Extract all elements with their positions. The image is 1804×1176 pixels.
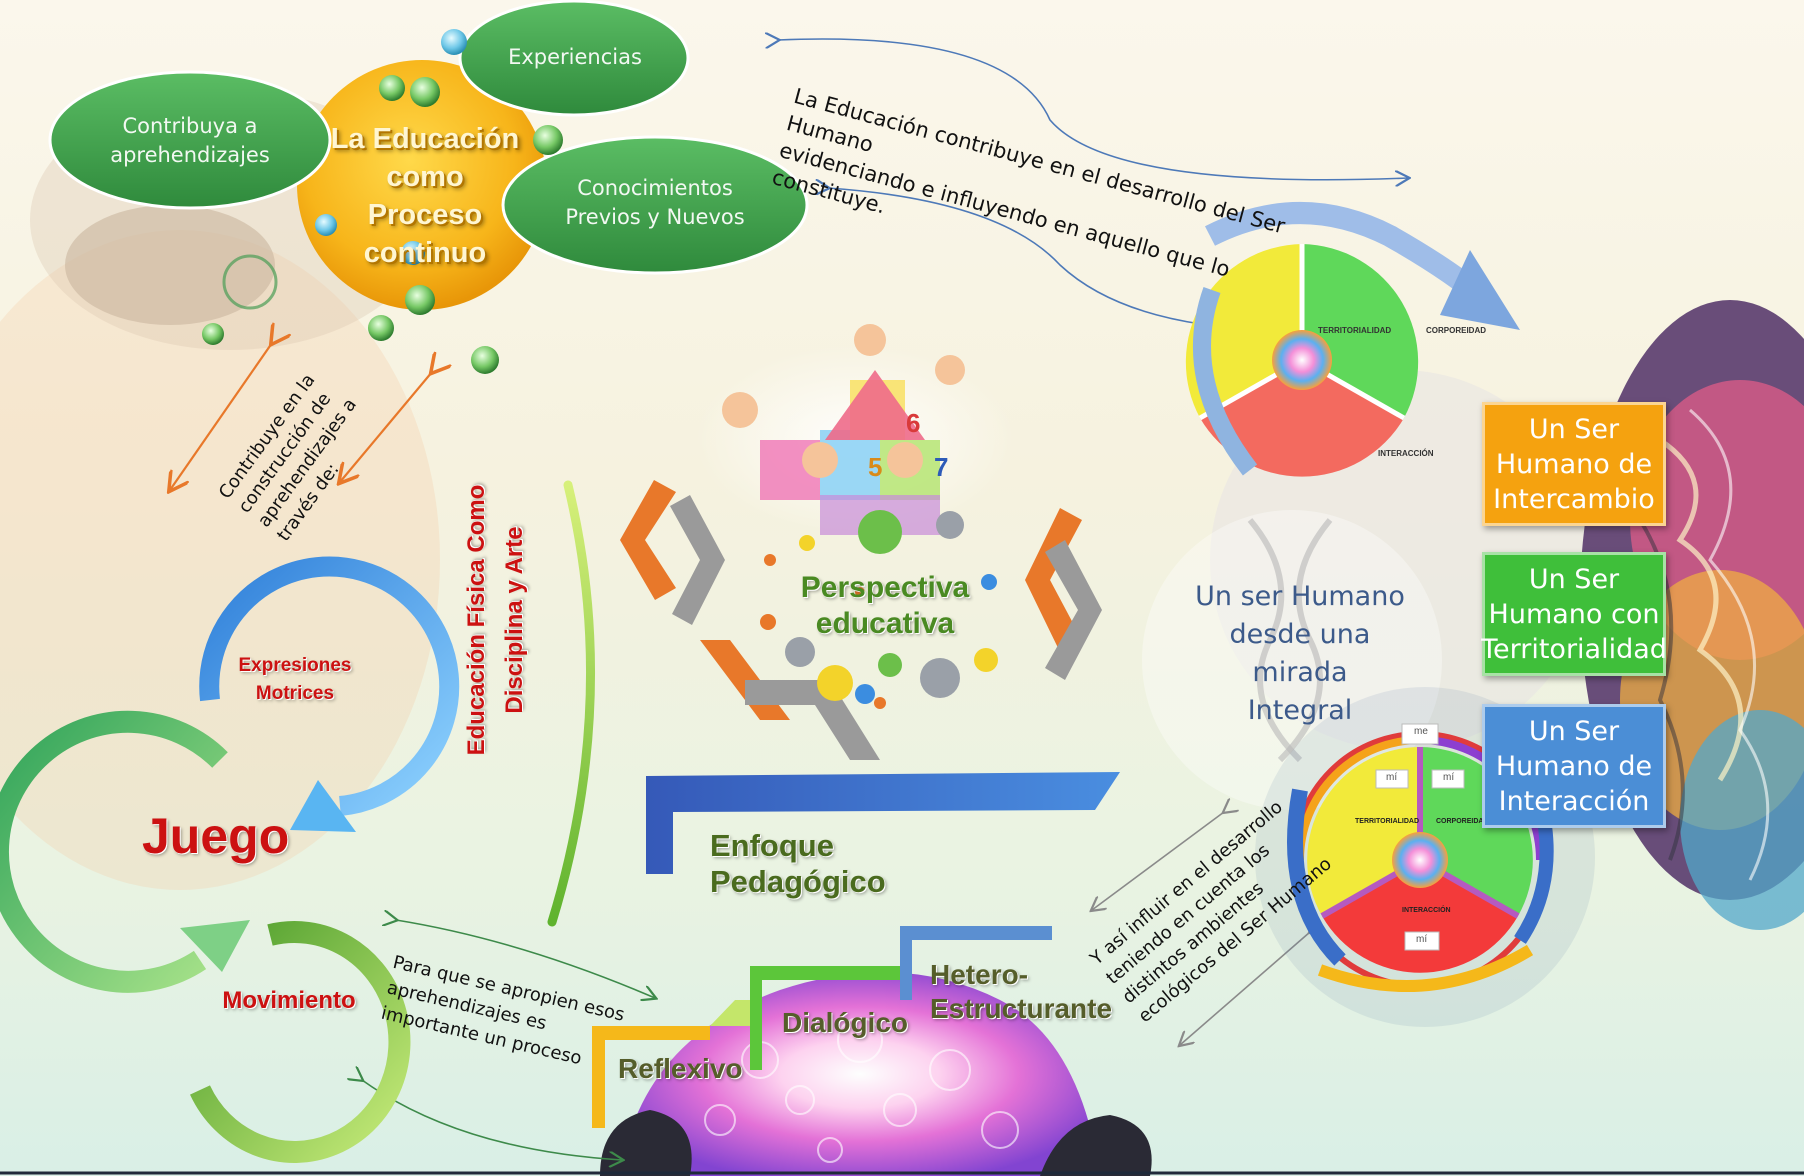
box-territorialidad: Un Ser Humano con Territorialidad bbox=[1481, 552, 1667, 676]
expresiones-motrices-label: Expresiones Motrices bbox=[238, 655, 352, 704]
wheel-bottom-territorialidad: TERRITORIALIDAD bbox=[1355, 818, 1420, 825]
wheel-tag-mi-bottom: mí bbox=[1416, 934, 1428, 945]
box-intercambio-label: Un Ser Humano de Intercambio bbox=[1493, 413, 1655, 515]
movimiento-label: Movimiento bbox=[222, 987, 356, 1014]
block-number-6: 6 bbox=[906, 408, 921, 438]
wheel-tag-me: me bbox=[1414, 726, 1428, 737]
wheel-top-territorialidad: TERRITORIALIDAD bbox=[1318, 326, 1392, 335]
step-dialogico: Dialógico bbox=[782, 1007, 909, 1038]
box-interaccion: Un Ser Humano de Interacción bbox=[1482, 704, 1666, 828]
block-number-5: 5 bbox=[868, 452, 883, 482]
confetti-dots bbox=[760, 510, 998, 709]
step-reflexivo: Reflexivo bbox=[618, 1053, 743, 1084]
vertical-title: Educación Física Como Disciplina y Arte bbox=[463, 484, 528, 756]
integral-label: Un ser Humano desde una mirada Integral bbox=[1195, 581, 1405, 726]
box-intercambio: Un Ser Humano de Intercambio bbox=[1482, 402, 1666, 526]
box-interaccion-label: Un Ser Humano de Interacción bbox=[1495, 715, 1653, 817]
wheel-tag-mi-left: mí bbox=[1386, 772, 1398, 783]
box-territorialidad-label: Un Ser Humano con Territorialidad bbox=[1481, 563, 1667, 665]
oval-experiencias: Experiencias bbox=[508, 45, 642, 69]
wheel-bottom-interaccion: INTERACCIÓN bbox=[1402, 907, 1451, 914]
wheel-tag-mi-right: mí bbox=[1443, 772, 1455, 783]
oval-conocimientos: Conocimientos Previos y Nuevos bbox=[565, 176, 745, 229]
wheel-top-corporeidad: CORPOREIDAD bbox=[1426, 326, 1487, 335]
education-process-label: La Educación como Proceso continuo bbox=[330, 123, 520, 269]
wheel-bottom-corporeidad: CORPOREIDAD bbox=[1436, 818, 1489, 825]
oval-contribuya: Contribuya a aprehendizajes bbox=[110, 114, 270, 167]
enfoque-label: Enfoque Pedagógico bbox=[710, 828, 886, 899]
step-hetero: Hetero- Estructurante bbox=[930, 959, 1113, 1024]
wheel-top-graphic bbox=[1185, 202, 1520, 477]
perspectiva-label: Perspectiva educativa bbox=[800, 571, 970, 640]
juego-label: Juego bbox=[142, 808, 290, 864]
block-number-7: 7 bbox=[934, 452, 949, 482]
education-cluster-graphic bbox=[48, 0, 809, 374]
wheel-top-interaccion: INTERACCIÓN bbox=[1378, 449, 1434, 458]
kids-blocks-graphic bbox=[695, 324, 1015, 535]
